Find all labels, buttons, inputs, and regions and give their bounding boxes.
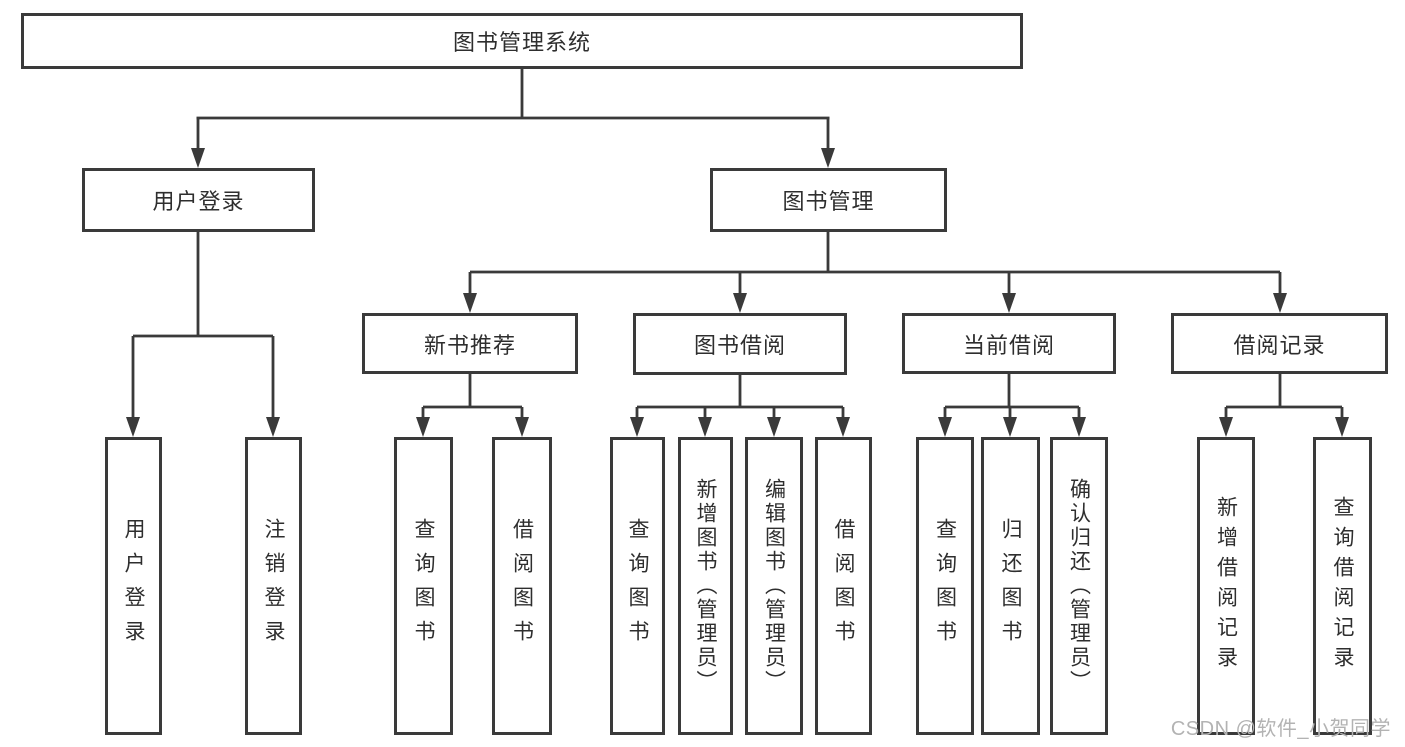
leaf-label: 编辑图书（管理员） bbox=[762, 478, 786, 694]
leaf-borrow-books-recommend: 借阅图书 bbox=[492, 437, 552, 735]
leaf-label: 借阅图书 bbox=[832, 518, 855, 654]
node-root-system: 图书管理系统 bbox=[21, 13, 1023, 69]
leaf-edit-books-admin: 编辑图书（管理员） bbox=[745, 437, 803, 735]
leaf-label: 查询图书 bbox=[626, 518, 649, 654]
node-borrow-records: 借阅记录 bbox=[1171, 313, 1388, 374]
leaf-label: 新增借阅记录 bbox=[1214, 496, 1238, 676]
leaf-query-books-recommend: 查询图书 bbox=[394, 437, 453, 735]
leaf-label: 查询图书 bbox=[933, 518, 957, 654]
node-label: 图书管理 bbox=[782, 189, 875, 214]
leaf-label: 查询图书 bbox=[412, 518, 435, 654]
node-user-login: 用户登录 bbox=[82, 168, 315, 232]
leaf-query-books-borrowing: 查询图书 bbox=[610, 437, 665, 735]
leaf-add-borrow-record: 新增借阅记录 bbox=[1197, 437, 1255, 735]
leaf-query-books-current: 查询图书 bbox=[916, 437, 974, 735]
node-label: 借阅记录 bbox=[1233, 332, 1326, 358]
node-label: 图书管理系统 bbox=[452, 30, 591, 55]
leaf-return-books: 归还图书 bbox=[981, 437, 1040, 735]
leaf-label: 归还图书 bbox=[999, 518, 1022, 654]
node-book-borrowing: 图书借阅 bbox=[633, 313, 847, 375]
leaf-user-login: 用户登录 bbox=[105, 437, 162, 735]
leaf-confirm-return-admin: 确认归还（管理员） bbox=[1050, 437, 1108, 735]
node-label: 图书借阅 bbox=[693, 333, 786, 358]
leaf-query-borrow-record: 查询借阅记录 bbox=[1313, 437, 1372, 735]
leaf-label: 注销登录 bbox=[262, 518, 285, 654]
csdn-watermark: CSDN @软件_小贺同学 bbox=[1170, 718, 1391, 740]
node-label: 当前借阅 bbox=[962, 332, 1055, 358]
leaf-label: 用户登录 bbox=[122, 518, 145, 654]
leaf-label: 新增图书（管理员） bbox=[694, 478, 717, 694]
leaf-label: 借阅图书 bbox=[510, 518, 534, 654]
connector-paths bbox=[131, 69, 1344, 421]
node-label: 用户登录 bbox=[152, 189, 245, 214]
leaf-borrow-books-borrowing: 借阅图书 bbox=[815, 437, 872, 735]
leaf-logout: 注销登录 bbox=[245, 437, 302, 735]
node-book-management: 图书管理 bbox=[710, 168, 947, 232]
leaf-label: 查询借阅记录 bbox=[1331, 496, 1354, 676]
node-current-borrowing: 当前借阅 bbox=[902, 313, 1116, 374]
leaf-label: 确认归还（管理员） bbox=[1067, 478, 1091, 694]
node-label: 新书推荐 bbox=[423, 332, 516, 358]
leaf-add-books-admin: 新增图书（管理员） bbox=[678, 437, 733, 735]
node-new-book-recommend: 新书推荐 bbox=[362, 313, 578, 374]
